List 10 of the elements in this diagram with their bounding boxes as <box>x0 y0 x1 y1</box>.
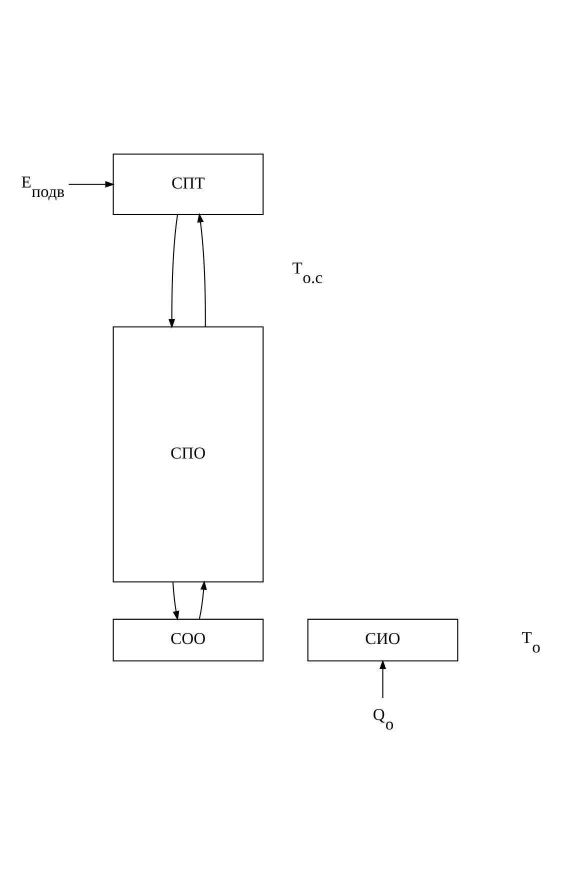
node-box: СИО <box>307 618 458 661</box>
arrow <box>198 580 207 619</box>
node-box: СОО <box>112 618 264 661</box>
node-box: СПТ <box>112 153 264 215</box>
arrow <box>197 212 206 326</box>
arrow <box>380 659 386 698</box>
arrow <box>68 180 115 188</box>
arrow <box>168 214 178 328</box>
node-box: СПО <box>112 326 264 582</box>
arrow <box>172 581 180 620</box>
